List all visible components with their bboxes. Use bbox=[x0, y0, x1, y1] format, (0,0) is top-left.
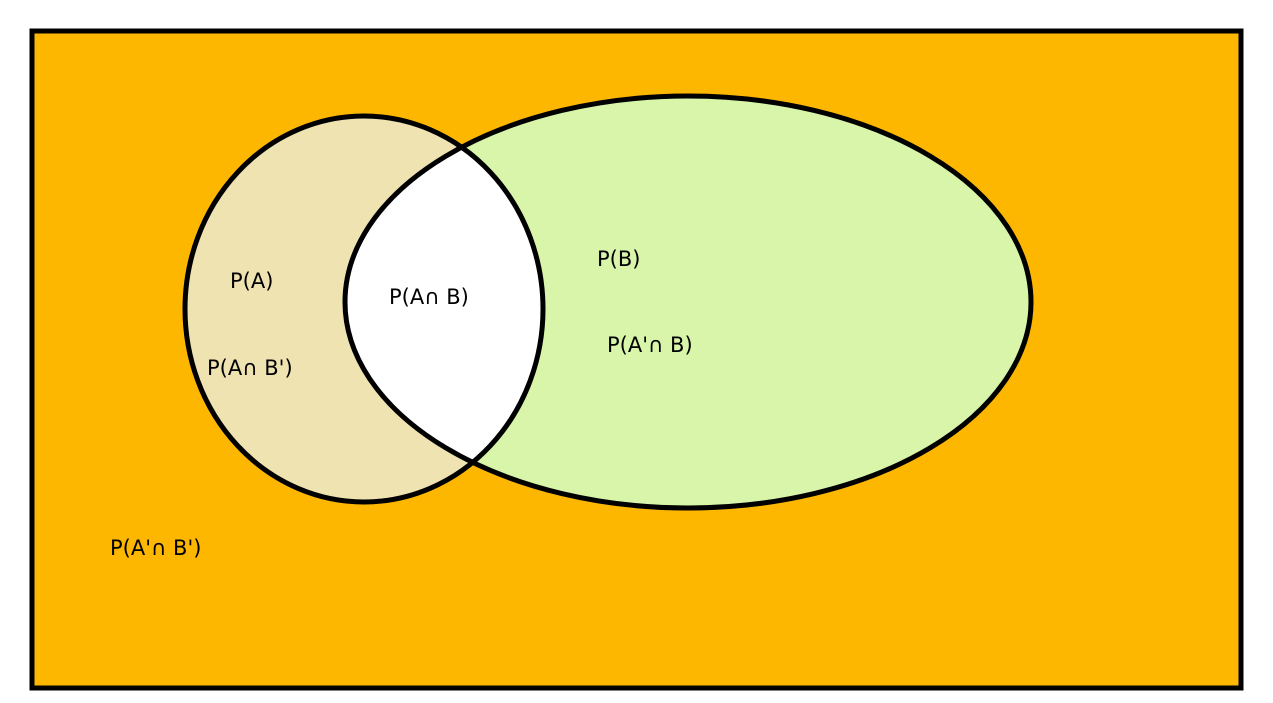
label-p-not-a-and-not-b: P(A'∩ B') bbox=[110, 536, 201, 560]
set-a-outline bbox=[182, 113, 546, 505]
label-p-a: P(A) bbox=[230, 269, 273, 293]
set-b-outline bbox=[342, 93, 1034, 511]
label-p-not-a-and-b: P(A'∩ B) bbox=[607, 333, 693, 357]
label-p-a-and-b: P(A∩ B) bbox=[389, 285, 469, 309]
label-p-b: P(B) bbox=[597, 247, 640, 271]
label-p-a-and-not-b: P(A∩ B') bbox=[207, 356, 293, 380]
